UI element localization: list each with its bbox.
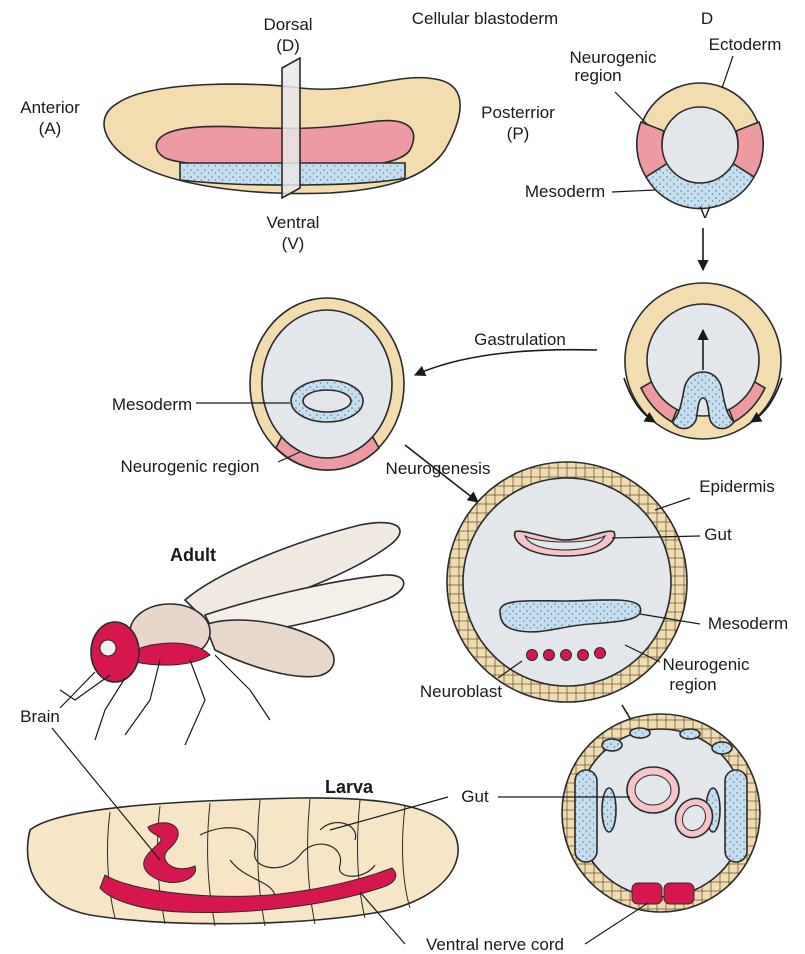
neuroblast-2: [544, 650, 555, 661]
ventral-label: Ventral: [267, 213, 320, 232]
cs-neurogenic-label-line1: Neurogenic: [570, 48, 657, 67]
cs-neurogenic-label-line2: region: [574, 66, 621, 85]
neuro-gut-label: Gut: [704, 525, 732, 544]
lateral-embryo: Dorsal (D) Ventral (V) Anterior (A) Post…: [20, 15, 555, 253]
adult-fly: Adult Brain: [20, 523, 404, 745]
neuroblast-5: [595, 648, 606, 659]
neuroblast-3: [561, 650, 572, 661]
invaginating-embryo: [624, 283, 782, 439]
brain-label: Brain: [20, 707, 60, 726]
ventral-nerve-cord-right: [664, 883, 694, 904]
gastrula-embryo: Mesoderm Neurogenic region: [112, 298, 404, 476]
ventral-nerve-cord-left: [632, 883, 662, 904]
anterior-label: Anterior: [20, 98, 80, 117]
cs-mesoderm-label: Mesoderm: [525, 182, 605, 201]
gastrula-neurogenic-label: Neurogenic region: [121, 457, 260, 476]
gastrulation-label: Gastrulation: [474, 330, 566, 349]
larva-label: Larva: [325, 777, 374, 797]
anterior-abbr-label: (A): [39, 119, 62, 138]
neuroblast-label: Neuroblast: [420, 682, 502, 701]
d-marker: D: [701, 9, 713, 28]
ectoderm-label: Ectoderm: [709, 35, 782, 54]
neuroblast-1: [527, 650, 538, 661]
fly-abdomen: [205, 620, 334, 677]
neuro-neurogenic-label-line2: region: [669, 675, 716, 694]
cellular-blastoderm-label: Cellular blastoderm: [412, 9, 558, 28]
dorsal-abbr-label: (D): [276, 36, 300, 55]
posterior-label: Posterrior: [481, 103, 555, 122]
larva: Larva Gut Ventral nerve cord: [28, 777, 649, 954]
late-embryo: [562, 714, 760, 912]
dorsal-label: Dorsal: [263, 15, 312, 34]
neuroblast-4: [578, 650, 589, 661]
cross-section-plane: [282, 58, 300, 198]
neuro-neurogenic-label-line1: Neurogenic: [663, 655, 750, 674]
gastrula-mesoderm-label: Mesoderm: [112, 395, 192, 414]
neurogenesis-embryo: Epidermis Gut Mesoderm Neurogenic region…: [420, 462, 788, 702]
neuro-mesoderm-label: Mesoderm: [708, 614, 788, 633]
epidermis-label: Epidermis: [699, 477, 775, 496]
neurogenesis-label: Neurogenesis: [386, 459, 491, 478]
larva-gut-label: Gut: [461, 787, 489, 806]
posterior-abbr-label: (P): [507, 124, 530, 143]
adult-label: Adult: [170, 545, 216, 565]
ventral-nerve-cord-label: Ventral nerve cord: [426, 935, 564, 954]
blastoderm-cross-section: D V Ectoderm Neurogenic region Mesoderm: [525, 9, 782, 222]
ventral-abbr-label: (V): [282, 234, 305, 253]
v-marker: V: [699, 203, 711, 222]
